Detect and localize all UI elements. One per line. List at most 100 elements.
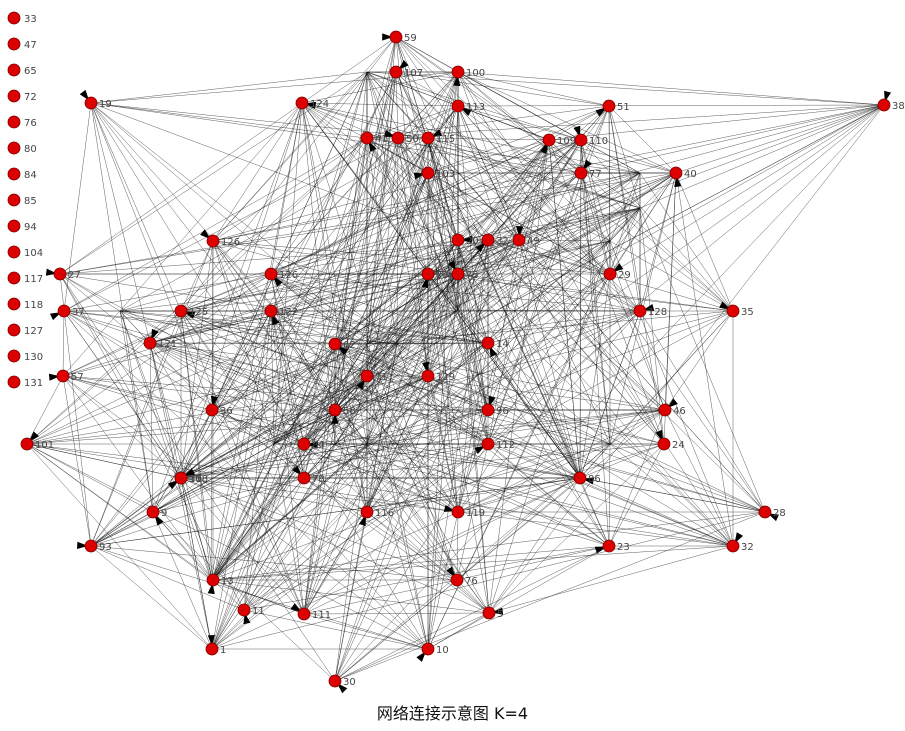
edge: [63, 137, 368, 312]
node-label: 71: [375, 372, 388, 383]
edge: [149, 172, 677, 344]
node-label: 111: [312, 610, 331, 621]
edge: [366, 343, 429, 650]
edge: [457, 239, 734, 547]
arrowhead: [539, 142, 548, 155]
edge: [427, 310, 641, 377]
network-node: 126: [206, 234, 240, 248]
edge: [90, 375, 429, 547]
edge: [334, 240, 611, 445]
node-dot: [360, 131, 374, 145]
isolated-node-dot: [7, 193, 21, 207]
node-dot: [328, 674, 342, 688]
edge: [609, 310, 734, 445]
edge: [639, 207, 766, 513]
network-node: 113: [451, 99, 485, 113]
isolated-node-dot: [7, 349, 21, 363]
edge: [396, 343, 611, 445]
edge: [366, 105, 610, 139]
edge: [301, 102, 734, 547]
edge: [243, 609, 429, 650]
network-node: 1: [205, 642, 226, 656]
arrowhead: [382, 33, 393, 41]
edge: [270, 239, 459, 275]
edge: [366, 343, 398, 445]
network-node: 46: [658, 403, 686, 417]
edge: [457, 105, 611, 445]
edge: [334, 71, 368, 411]
network-node: 62: [328, 337, 356, 351]
edge: [427, 172, 459, 241]
network-node: 96: [481, 403, 509, 417]
node-dot: [542, 133, 556, 147]
node-dot: [421, 642, 435, 656]
edge: [457, 71, 610, 107]
network-node: 59: [389, 30, 417, 44]
edge: [457, 477, 581, 513]
network-node: 27: [53, 267, 81, 281]
edge: [487, 172, 582, 411]
edge: [366, 443, 458, 581]
edge: [608, 409, 666, 547]
edge: [211, 105, 610, 650]
edge: [487, 443, 610, 547]
isolated-node-dot: [7, 219, 21, 233]
node-label: 77: [589, 169, 602, 180]
edge: [90, 545, 213, 650]
node-dot: [451, 233, 465, 247]
edge: [334, 409, 489, 445]
edge: [62, 102, 303, 377]
network-node: 13: [206, 573, 234, 587]
isolated-node-dot: [7, 323, 21, 337]
edge: [210, 207, 641, 581]
node-dot: [602, 539, 616, 553]
edge: [149, 342, 182, 479]
edge: [334, 105, 459, 345]
edge: [273, 104, 885, 445]
edge: [180, 443, 336, 479]
edge: [63, 137, 399, 312]
edge: [211, 511, 766, 650]
edge: [212, 102, 303, 242]
edge: [90, 477, 182, 547]
node-label: 93: [99, 542, 112, 553]
edge: [212, 139, 582, 242]
node-dot: [56, 369, 70, 383]
edge: [211, 343, 336, 411]
network-node: 101: [20, 437, 54, 451]
edge: [90, 240, 214, 547]
edge: [270, 310, 368, 377]
isolated-node-label: 76: [24, 118, 37, 129]
edge: [270, 273, 489, 344]
node-label: 32: [496, 236, 509, 247]
edge: [366, 309, 459, 345]
edge: [366, 375, 581, 479]
edge: [180, 443, 368, 479]
edge: [366, 273, 429, 445]
edge: [608, 443, 665, 547]
arrowhead: [398, 60, 409, 70]
node-dot: [450, 573, 464, 587]
node-label: 19: [99, 99, 112, 110]
isolated-node-label: 104: [24, 248, 43, 259]
edge: [664, 310, 734, 411]
arrowhead: [416, 651, 427, 662]
edge: [427, 239, 489, 650]
edge: [366, 172, 677, 377]
node-dot: [205, 642, 219, 656]
edge: [180, 71, 459, 479]
edge: [427, 273, 459, 377]
edge: [212, 443, 275, 581]
edge: [457, 309, 581, 479]
node-dot: [264, 304, 278, 318]
network-node: 129: [421, 369, 455, 383]
edge: [457, 139, 550, 311]
edge: [366, 71, 459, 241]
edge: [210, 343, 336, 581]
arrowhead: [290, 603, 302, 613]
edge: [457, 207, 641, 275]
arrowhead: [356, 378, 366, 390]
edge: [119, 310, 182, 479]
edge: [62, 375, 429, 650]
